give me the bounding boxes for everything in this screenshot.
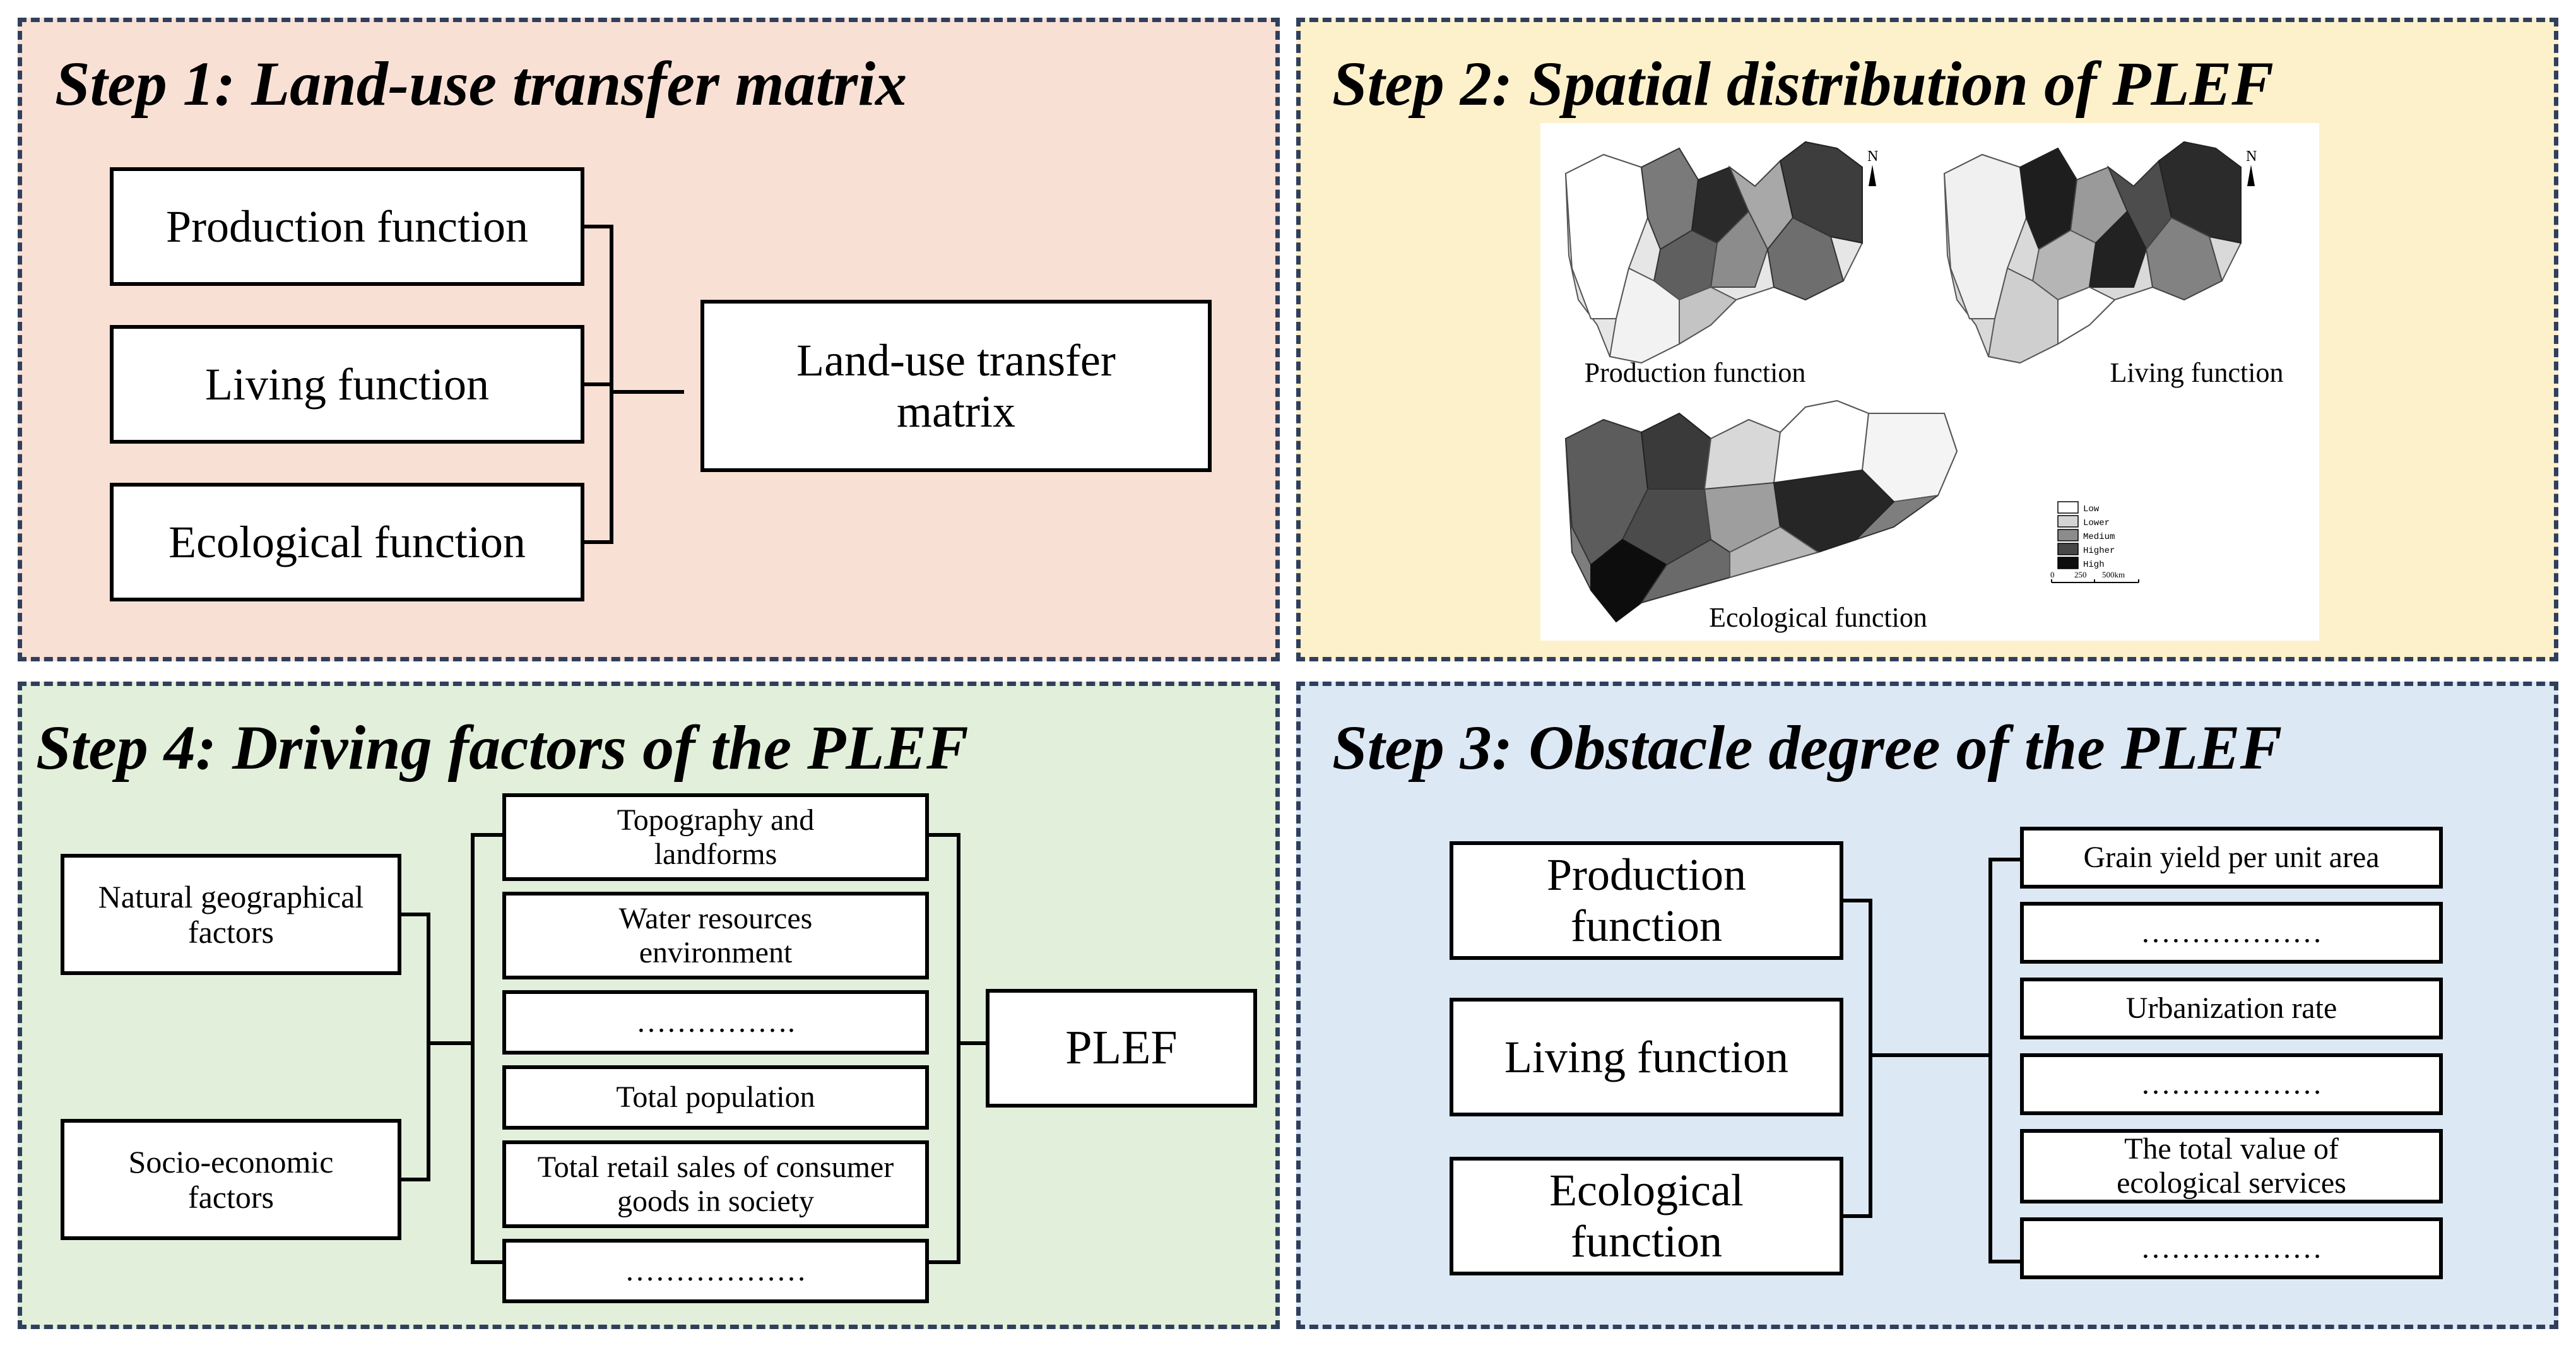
plef-map-figure: N N Production function Living function bbox=[1540, 123, 2319, 641]
svg-text:250: 250 bbox=[2074, 570, 2087, 579]
step3-living-box: Living function bbox=[1450, 998, 1843, 1116]
factor-retail-sales-box: Total retail sales of consumer goods in … bbox=[502, 1140, 929, 1228]
step1-ecological-box: Ecological function bbox=[110, 483, 584, 601]
production-map-label: Production function bbox=[1585, 357, 1806, 388]
ecological-function-map bbox=[1564, 399, 1958, 623]
step3-production-box: Production function bbox=[1450, 841, 1843, 960]
step1-bracket-bottom bbox=[584, 540, 613, 544]
factor-ellipsis-box-2: ……………… bbox=[502, 1239, 929, 1303]
step3-left-bracket-vertical bbox=[1869, 899, 1872, 1218]
step2-panel: Step 2: Spatial distribution of PLEF N bbox=[1296, 18, 2558, 661]
category-natural-box: Natural geographical factors bbox=[61, 854, 401, 975]
step1-title: Step 1: Land-use transfer matrix bbox=[55, 49, 907, 119]
step4-factor-bracket-top bbox=[471, 833, 502, 837]
step3-right-bracket-top bbox=[1988, 858, 2020, 861]
step3-panel: Step 3: Obstacle degree of the PLEF Prod… bbox=[1296, 682, 2558, 1329]
indicator-grain-yield-box: Grain yield per unit area bbox=[2020, 827, 2443, 889]
svg-text:500km: 500km bbox=[2102, 570, 2125, 579]
step3-connector bbox=[1872, 1053, 1992, 1057]
svg-text:0: 0 bbox=[2050, 570, 2055, 579]
step4-factor-bracket-vertical bbox=[471, 833, 475, 1264]
step1-bracket-top bbox=[584, 225, 613, 228]
step1-bracket-mid bbox=[584, 382, 613, 386]
legend-swatch-lower bbox=[2057, 515, 2079, 528]
step3-right-bracket-vertical bbox=[1988, 858, 1992, 1263]
svg-text:Lower: Lower bbox=[2083, 518, 2110, 528]
svg-text:N: N bbox=[2246, 148, 2257, 165]
indicator-ellipsis-box-3: ……………… bbox=[2020, 1217, 2443, 1279]
step1-living-box: Living function bbox=[110, 325, 584, 444]
step4-left-bracket-vertical bbox=[427, 913, 430, 1181]
indicator-ecological-services-box: The total value of ecological services bbox=[2020, 1129, 2443, 1203]
ecological-map-label: Ecological function bbox=[1709, 602, 1927, 633]
svg-text:High: High bbox=[2083, 560, 2105, 570]
step1-production-box: Production function bbox=[110, 167, 584, 286]
step3-left-bracket-bottom bbox=[1843, 1214, 1872, 1218]
step1-output-box: Land-use transfer matrix bbox=[700, 300, 1212, 472]
indicator-ellipsis-box-2: ……………… bbox=[2020, 1053, 2443, 1115]
step3-title: Step 3: Obstacle degree of the PLEF bbox=[1332, 712, 2283, 783]
factor-population-box: Total population bbox=[502, 1065, 929, 1130]
category-socioeconomic-box: Socio-economic factors bbox=[61, 1119, 401, 1240]
step4-panel: Step 4: Driving factors of the PLEF Natu… bbox=[18, 682, 1280, 1329]
step3-ecological-box: Ecological function bbox=[1450, 1157, 1843, 1275]
plef-output-box: PLEF bbox=[986, 989, 1257, 1108]
step4-right-connector bbox=[960, 1041, 1005, 1045]
legend-swatch-medium bbox=[2057, 529, 2079, 541]
step4-left-connector bbox=[430, 1041, 471, 1045]
svg-text:Low: Low bbox=[2083, 504, 2100, 514]
step1-connector bbox=[613, 390, 684, 394]
living-map-label: Living function bbox=[2110, 357, 2284, 388]
legend-swatch-high bbox=[2057, 557, 2079, 569]
svg-text:Higher: Higher bbox=[2083, 546, 2115, 556]
step3-left-bracket-top bbox=[1843, 899, 1872, 902]
step4-title: Step 4: Driving factors of the PLEF bbox=[36, 712, 969, 783]
legend-swatch-higher bbox=[2057, 543, 2079, 555]
step2-title: Step 2: Spatial distribution of PLEF bbox=[1332, 49, 2274, 119]
step4-right-bracket-bottom bbox=[929, 1260, 960, 1264]
step4-factor-bracket-bottom bbox=[471, 1260, 502, 1264]
step1-panel: Step 1: Land-use transfer matrix Product… bbox=[18, 18, 1280, 661]
factor-topography-box: Topography and landforms bbox=[502, 793, 929, 881]
step4-right-bracket-vertical bbox=[957, 833, 960, 1264]
indicator-ellipsis-box-1: ……………… bbox=[2020, 902, 2443, 964]
step3-right-bracket-bottom bbox=[1988, 1260, 2020, 1263]
indicator-urbanization-box: Urbanization rate bbox=[2020, 978, 2443, 1039]
step4-right-bracket-top bbox=[929, 833, 960, 837]
factor-water-box: Water resources environment bbox=[502, 892, 929, 979]
legend-swatch-low bbox=[2057, 501, 2079, 514]
svg-text:Medium: Medium bbox=[2083, 532, 2115, 542]
step1-bracket-vertical bbox=[610, 225, 613, 544]
living-function-map: N bbox=[1943, 141, 2257, 364]
svg-text:N: N bbox=[1867, 148, 1878, 165]
map-scale-bar: 0 250 500km bbox=[2050, 570, 2139, 583]
step4-left-bracket-bottom bbox=[401, 1178, 430, 1181]
production-function-map: N bbox=[1564, 141, 1878, 364]
map-legend: Low Lower Medium Higher High bbox=[2057, 501, 2115, 570]
step4-left-bracket-top bbox=[401, 913, 430, 916]
factor-ellipsis-box-1: ……………. bbox=[502, 990, 929, 1055]
